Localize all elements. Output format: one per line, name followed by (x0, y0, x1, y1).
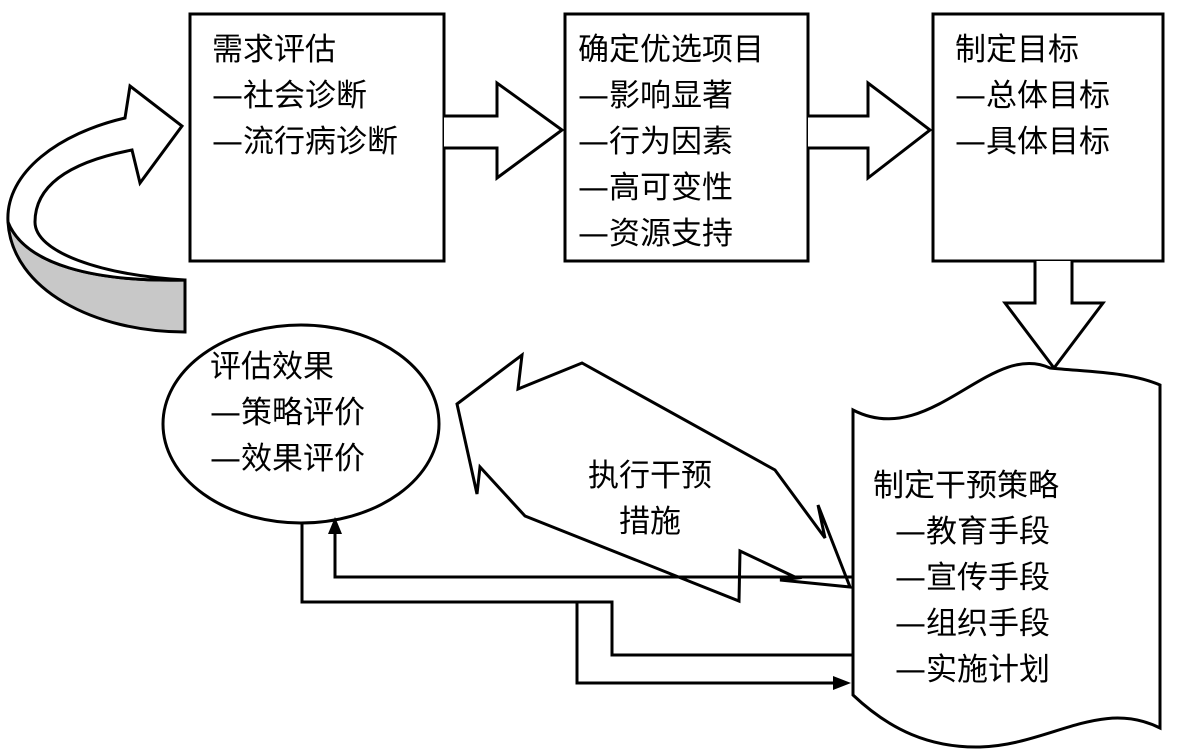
evaluation-item-strategy: —策略评价 (210, 395, 365, 431)
goals-box (931, 12, 1165, 263)
arrow-goals-to-strategy (1001, 261, 1107, 371)
goals-item-overall: —总体目标 (955, 78, 1110, 114)
needs-assessment-text: 需求评估 —社会诊断 —流行病诊断 (212, 27, 398, 165)
execute-label: 执行干预 措施 (555, 453, 745, 545)
double-arrow-execute (455, 351, 853, 604)
priority-title: 确定优选项目 (578, 32, 764, 68)
goals-item-specific: —具体目标 (955, 124, 1110, 160)
strategy-document (851, 361, 1162, 749)
priority-box (563, 12, 810, 263)
strategy-item-plan: —实施计划 (895, 652, 1050, 688)
needs-item-social: —社会诊断 (212, 78, 367, 114)
priority-item-impact: —影响显著 (578, 78, 733, 114)
strategy-item-publicity: —宣传手段 (895, 560, 1050, 596)
feedforward-line (575, 602, 836, 685)
strategy-text: 制定干预策略 —教育手段 —宣传手段 —组织手段 —实施计划 (873, 463, 1059, 693)
needs-assessment-title: 需求评估 (212, 32, 336, 68)
arrow-needs-to-priority (444, 80, 565, 181)
feedback-line-outer (300, 523, 853, 657)
needs-assessment-box (188, 12, 446, 263)
priority-text: 确定优选项目 —影响显著 —行为因素 —高可变性 —资源支持 (578, 27, 764, 257)
priority-item-changeability: —高可变性 (578, 170, 733, 206)
evaluation-text: 评估效果 —策略评价 —效果评价 (210, 344, 365, 482)
feedback-arrowhead (328, 517, 342, 534)
goals-text: 制定目标 —总体目标 —具体目标 (955, 27, 1110, 165)
execute-label-line1: 执行干预 (588, 458, 712, 494)
priority-item-resources: —资源支持 (578, 216, 733, 252)
evaluation-title: 评估效果 (210, 349, 334, 385)
feedforward-arrowhead (833, 676, 851, 690)
strategy-item-education: —教育手段 (895, 514, 1050, 550)
loop-arrow (6, 83, 186, 282)
strategy-title: 制定干预策略 (873, 468, 1059, 504)
priority-item-behavior: —行为因素 (578, 124, 733, 160)
strategy-item-organization: —组织手段 (895, 606, 1050, 642)
needs-item-epidemiological: —流行病诊断 (212, 124, 398, 160)
evaluation-item-outcome: —效果评价 (210, 441, 365, 477)
execute-label-line2: 措施 (619, 504, 681, 540)
goals-title: 制定目标 (955, 32, 1079, 68)
feedback-line-inner (333, 530, 853, 579)
arrow-priority-to-goals (808, 79, 933, 182)
